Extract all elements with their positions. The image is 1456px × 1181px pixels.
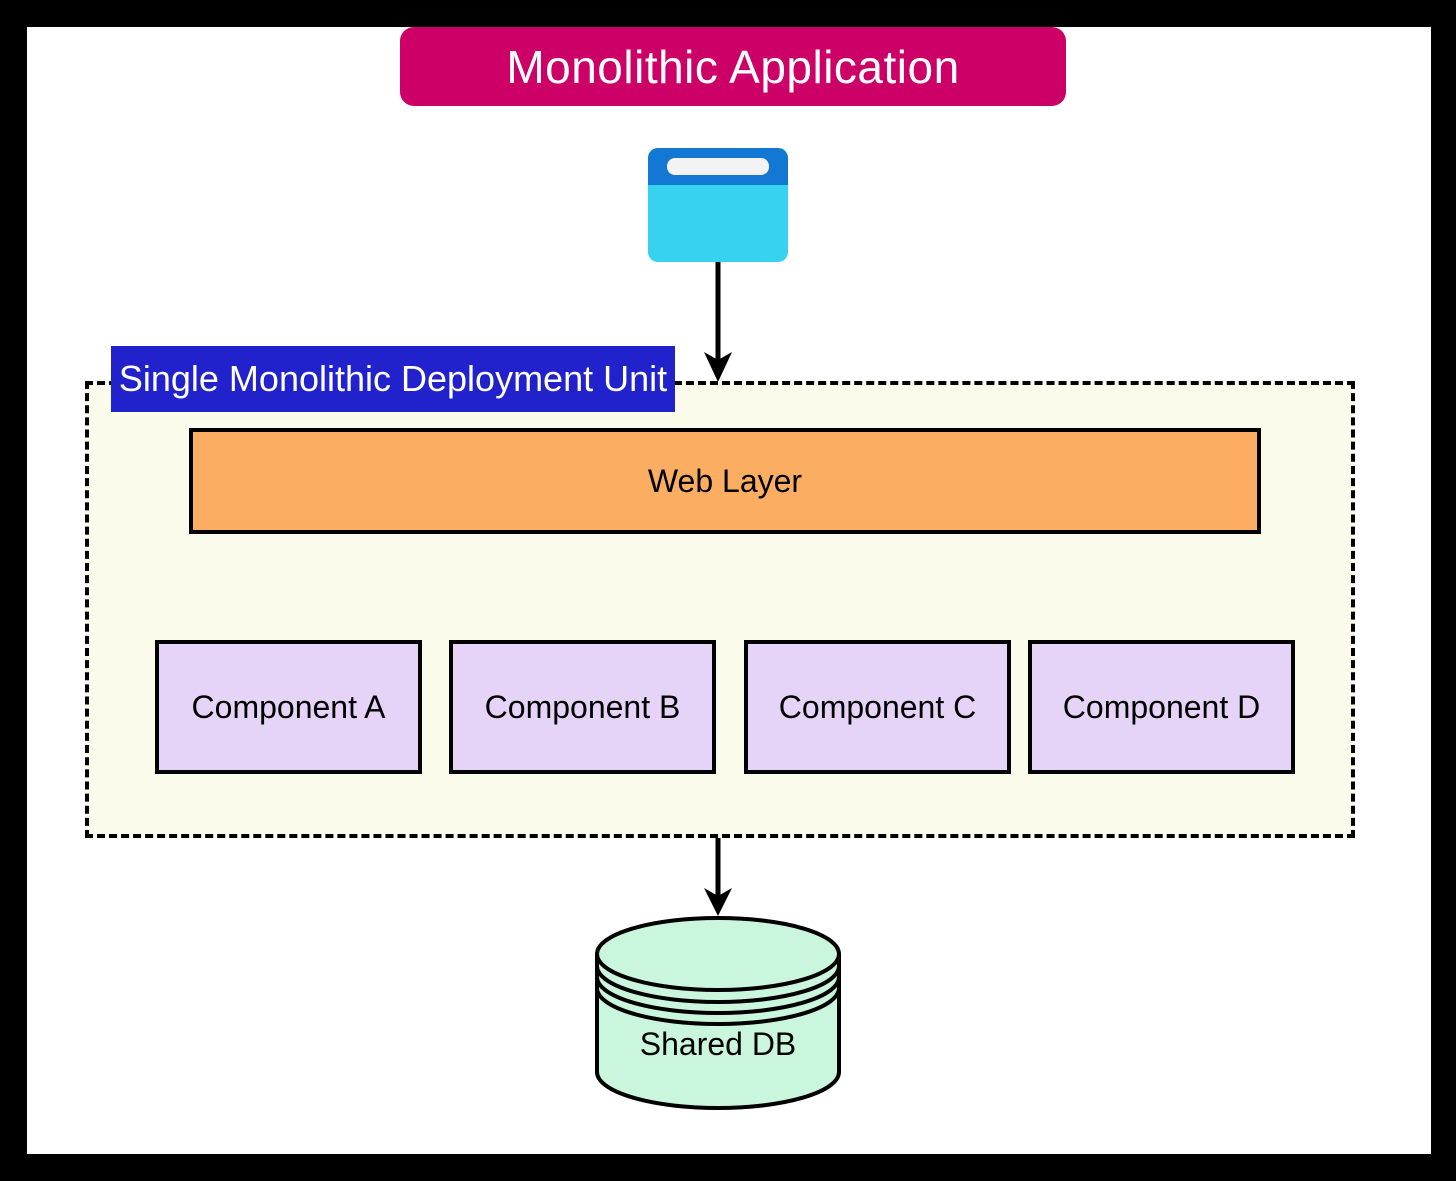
down-arrow-icon (704, 262, 732, 382)
component-node: Component D (1028, 640, 1295, 774)
shared-db-label-wrap: Shared DB (593, 1024, 843, 1064)
component-label: Component C (778, 688, 977, 725)
component-node: Component B (449, 640, 716, 774)
browser-window-icon (648, 148, 788, 262)
diagram-title-text: Monolithic Application (506, 40, 960, 93)
shared-db-label: Shared DB (639, 1025, 797, 1062)
component-label: Component B (484, 688, 681, 725)
database-cylinder-icon (595, 916, 841, 1110)
component-label: Component D (1062, 688, 1261, 725)
component-label: Component A (191, 688, 386, 725)
diagram-title: Monolithic Application (400, 27, 1066, 106)
deployment-unit-label-text: Single Monolithic Deployment Unit (118, 358, 668, 399)
deployment-unit-label: Single Monolithic Deployment Unit (111, 346, 675, 412)
browser-addressbar (667, 158, 769, 175)
web-layer-node: Web Layer (189, 428, 1261, 534)
component-node: Component C (744, 640, 1011, 774)
down-arrow-icon (704, 838, 732, 916)
web-layer-label: Web Layer (647, 462, 803, 499)
component-node: Component A (155, 640, 422, 774)
